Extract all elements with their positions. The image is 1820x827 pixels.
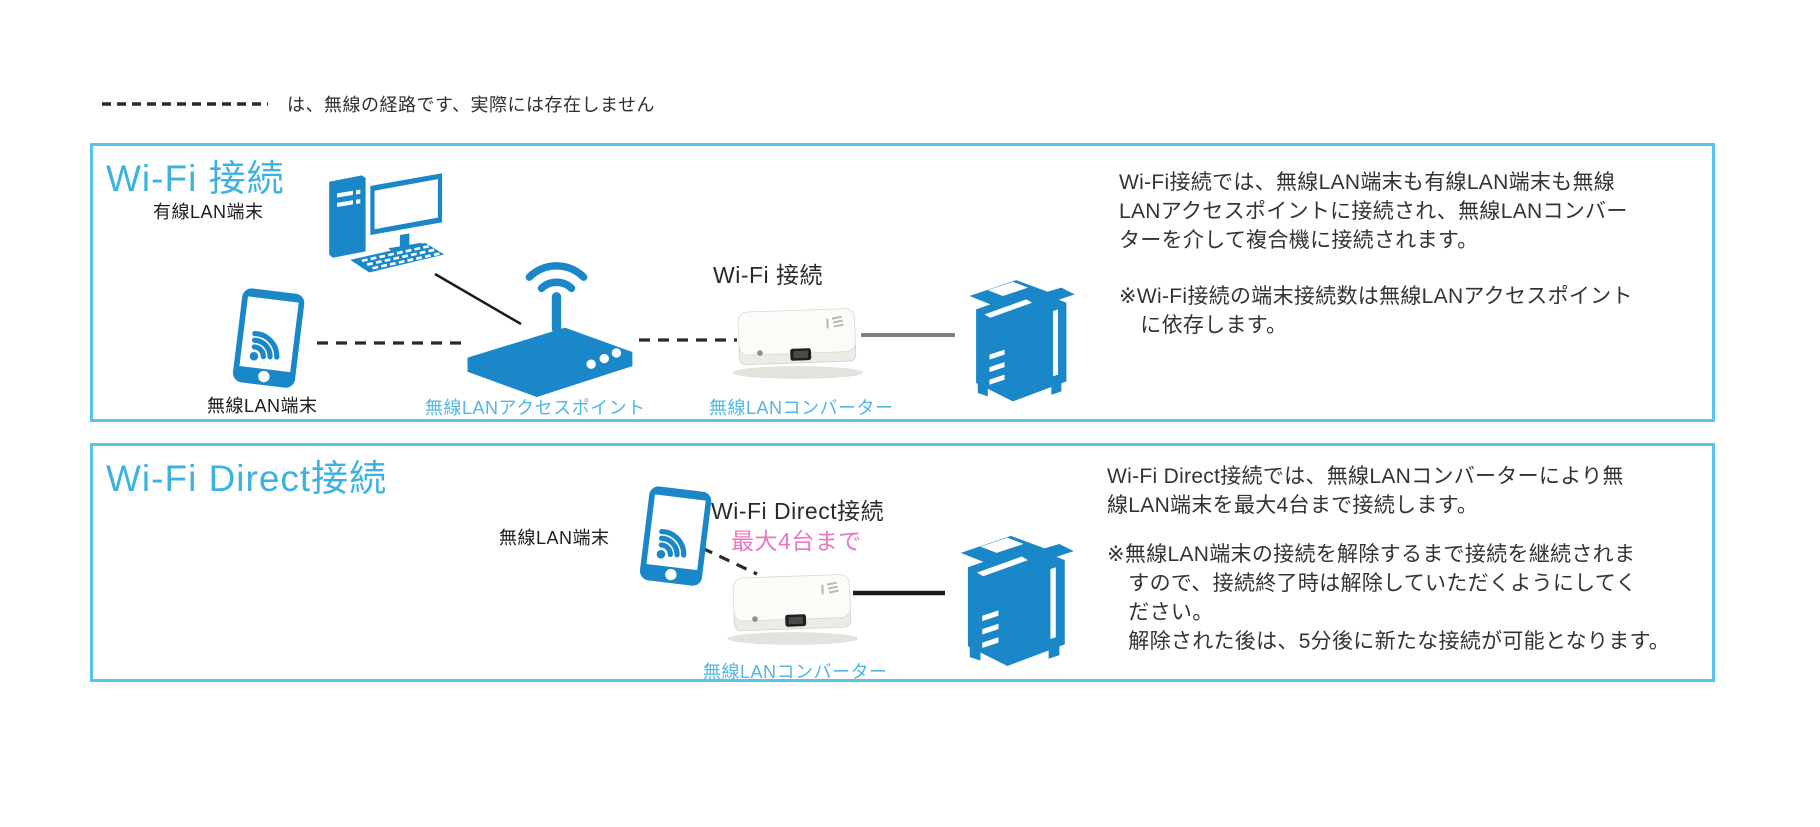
wireless-lan-terminal-label: 無線LAN端末 xyxy=(207,396,318,416)
multifunction-printer-icon xyxy=(960,535,1074,666)
wifi-connection-panel: Wi-Fi 接続 有線LAN端末 xyxy=(90,143,1715,422)
multifunction-printer-icon xyxy=(969,280,1075,402)
panel-note: ※無線LAN端末の接続を解除するまで接続を継続されま すので、接続終了時は解除し… xyxy=(1107,543,1671,653)
wifi-connection-label: Wi-Fi 接続 xyxy=(713,262,824,288)
wireless-lan-converter-icon xyxy=(727,574,859,645)
access-point-label: 無線LANアクセスポイント xyxy=(425,398,646,418)
max-devices-label: 最大4台まで xyxy=(731,528,862,554)
converter-label: 無線LANコンバーター xyxy=(703,662,888,682)
smartphone-wifi-icon xyxy=(639,486,712,586)
wireless-lan-converter-icon xyxy=(732,308,864,379)
wireless-lan-terminal-label: 無線LAN端末 xyxy=(499,528,610,548)
wired-lan-terminal-label: 有線LAN端末 xyxy=(153,202,264,222)
smartphone-wifi-icon xyxy=(232,288,305,388)
desktop-computer-icon xyxy=(329,173,445,273)
legend-dashed-line xyxy=(102,102,268,106)
panel-note: ※Wi-Fi接続の端末接続数は無線LANアクセスポイント に依存します。 xyxy=(1119,285,1633,337)
wifi-direct-connection-label: Wi-Fi Direct接続 xyxy=(711,498,885,524)
wireless-router-icon xyxy=(467,262,633,397)
panel-description: Wi-Fi接続では、無線LAN端末も有線LAN端末も無線 LANアクセスポイント… xyxy=(1119,171,1628,252)
wifi-direct-panel: Wi-Fi Direct接続 無線LAN端末 Wi-Fi Direct接続 最大… xyxy=(90,443,1715,682)
panel-title: Wi-Fi Direct接続 xyxy=(106,458,388,499)
panel-description: Wi-Fi Direct接続では、無線LANコンバーターにより無 線LAN端末を… xyxy=(1107,465,1624,517)
converter-label: 無線LANコンバーター xyxy=(709,398,894,418)
panel-title: Wi-Fi 接続 xyxy=(106,158,285,199)
legend-text: は、無線の経路です、実際には存在しません xyxy=(287,95,656,115)
